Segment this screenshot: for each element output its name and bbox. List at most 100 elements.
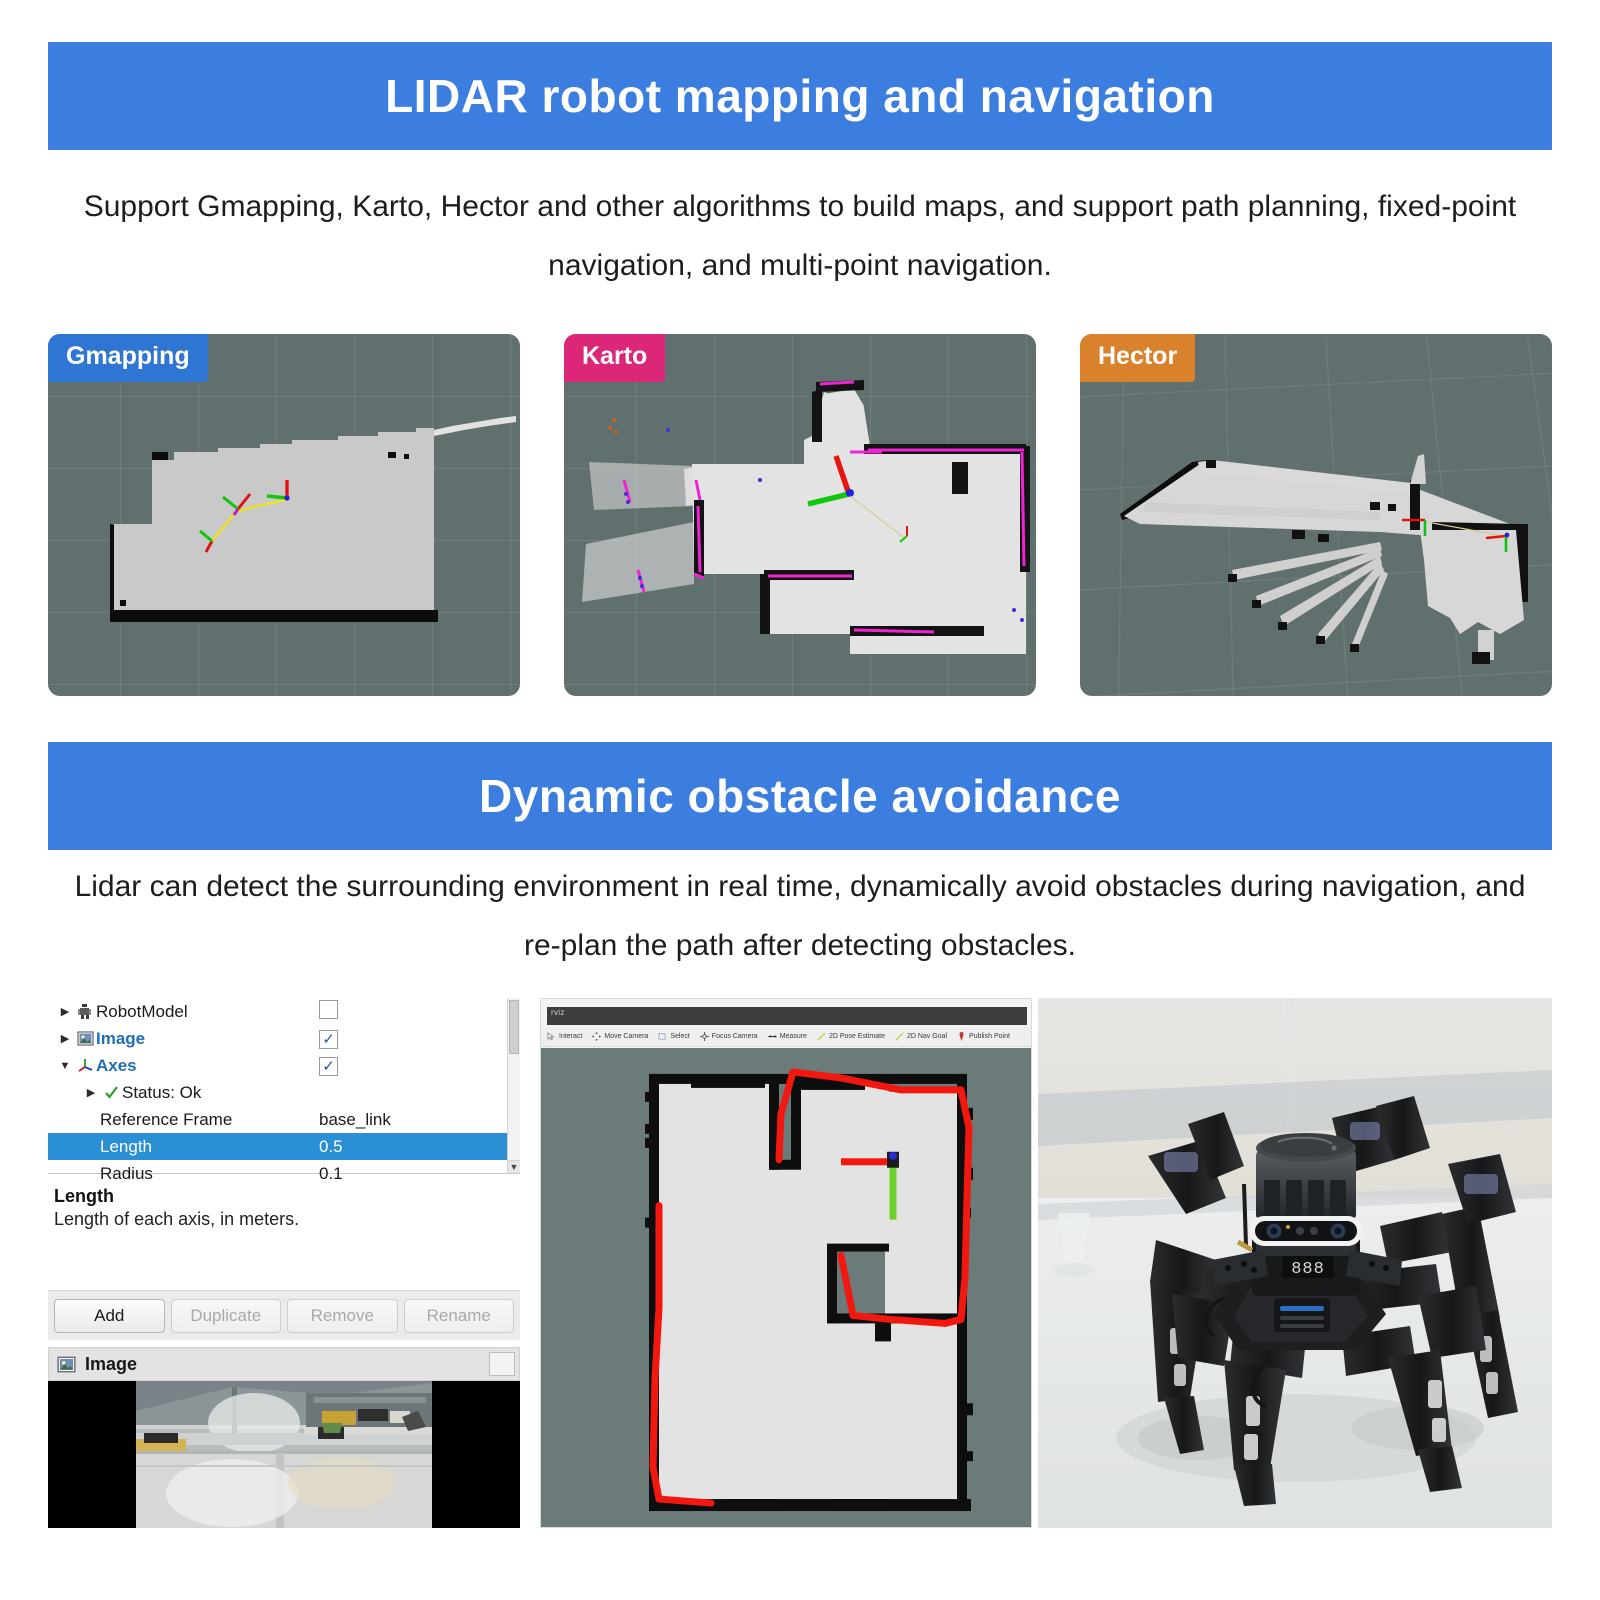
- add-button[interactable]: Add: [54, 1298, 165, 1333]
- tree-row-reference-frame[interactable]: Reference Frame base_link: [48, 1106, 520, 1133]
- displays-button-bar: Add Duplicate Remove Rename: [48, 1290, 520, 1340]
- toolbar-label: Measure: [779, 1033, 807, 1040]
- rviz-navigation-window: rviz Interact Move Camera Select Focus C…: [540, 998, 1032, 1528]
- tree-row-value[interactable]: 0.5: [319, 1136, 343, 1156]
- property-help-area: Length Length of each axis, in meters.: [48, 1174, 520, 1230]
- move-camera-icon: [592, 1032, 602, 1041]
- section-description-mapping: Support Gmapping, Karto, Hector and othe…: [83, 190, 1517, 282]
- toolbar-focus-camera[interactable]: Focus Camera: [699, 1032, 758, 1041]
- map-panel-karto: Karto: [564, 334, 1036, 696]
- navigation-map-art: [645, 1068, 973, 1512]
- banner-title: Dynamic obstacle avoidance: [479, 770, 1121, 822]
- toolbar-select[interactable]: Select: [658, 1032, 690, 1041]
- badge-gmapping: Gmapping: [48, 334, 208, 382]
- visibility-checkbox-image[interactable]: ✓: [319, 1029, 338, 1049]
- rviz-displays-panel: ▶ RobotModel ▶ Image ✓ ▼: [48, 998, 520, 1528]
- toolbar-move-camera[interactable]: Move Camera: [592, 1032, 648, 1041]
- nav-goal-icon: [895, 1032, 904, 1041]
- axes-icon: [74, 1057, 96, 1074]
- expander-icon[interactable]: ▶: [60, 1006, 70, 1018]
- tree-row-axes[interactable]: ▼ Axes ✓: [48, 1052, 520, 1079]
- tree-row-label: RobotModel: [96, 1001, 188, 1021]
- image-dock-label: Image: [85, 1353, 138, 1374]
- tree-row-label: Status: Ok: [122, 1082, 202, 1102]
- toolbar-interact[interactable]: Interact: [547, 1032, 582, 1041]
- toolbar-label: 2D Nav Goal: [906, 1033, 948, 1040]
- banner-title: LIDAR robot mapping and navigation: [385, 70, 1215, 122]
- tree-row-control[interactable]: [315, 999, 520, 1024]
- image-dock-float-button[interactable]: [489, 1352, 515, 1376]
- tree-row-value[interactable]: 0.1: [319, 1163, 343, 1183]
- toolbar-publish-point[interactable]: Publish Point: [957, 1032, 1010, 1041]
- measure-icon: [768, 1035, 777, 1038]
- select-icon: [658, 1033, 666, 1040]
- tree-row-control[interactable]: ✓: [315, 1056, 520, 1076]
- image-icon: [55, 1355, 77, 1374]
- hector-map-art: [1120, 454, 1528, 664]
- tree-row-label: Length: [100, 1136, 152, 1156]
- publish-point-icon: [959, 1032, 964, 1041]
- robot-photo-art: 888: [1038, 998, 1552, 1528]
- tree-row-label: Image: [96, 1028, 146, 1048]
- map-panel-hector: Hector: [1080, 334, 1552, 696]
- map-panel-gmapping: Gmapping: [48, 334, 520, 696]
- gmapping-map-art: [110, 416, 516, 622]
- expander-icon[interactable]: ▶: [60, 1033, 70, 1045]
- toolbar-measure[interactable]: Measure: [768, 1032, 807, 1041]
- badge-karto: Karto: [564, 334, 666, 382]
- help-text: Length of each axis, in meters.: [54, 1209, 300, 1229]
- toolbar-label: Interact: [559, 1033, 583, 1040]
- remove-button[interactable]: Remove: [287, 1298, 398, 1333]
- toolbar-label: Focus Camera: [711, 1033, 758, 1040]
- karto-map-art: [582, 380, 1030, 654]
- window-titlebar[interactable]: [547, 1007, 1027, 1025]
- rviz-3d-view[interactable]: [541, 1048, 1031, 1527]
- tree-row-value[interactable]: base_link: [319, 1109, 391, 1129]
- tree-row-status[interactable]: ▶ Status: Ok: [48, 1079, 520, 1106]
- interact-icon: [547, 1032, 555, 1041]
- robot-model-icon: [74, 1003, 96, 1020]
- camera-frame: [136, 1381, 432, 1528]
- property-tree[interactable]: ▶ RobotModel ▶ Image ✓ ▼: [48, 998, 520, 1183]
- tree-row-control[interactable]: ✓: [315, 1029, 520, 1049]
- toolbar-nav-goal[interactable]: 2D Nav Goal: [895, 1032, 947, 1041]
- tree-row-length[interactable]: Length 0.5: [48, 1133, 520, 1160]
- expander-icon[interactable]: ▶: [86, 1087, 96, 1099]
- pose-estimate-icon: [817, 1032, 826, 1041]
- bottom-panel-row: ▶ RobotModel ▶ Image ✓ ▼: [48, 998, 1552, 1528]
- toolbar-pose-estimate[interactable]: 2D Pose Estimate: [817, 1032, 885, 1041]
- tree-row-robotmodel[interactable]: ▶ RobotModel: [48, 998, 520, 1025]
- image-icon: [74, 1030, 96, 1047]
- duplicate-button[interactable]: Duplicate: [170, 1298, 281, 1333]
- status-ok-check-icon: [100, 1085, 122, 1100]
- image-dock-header[interactable]: Image: [48, 1347, 520, 1381]
- toolbar-label: Move Camera: [604, 1033, 649, 1040]
- expander-icon[interactable]: ▼: [59, 1059, 71, 1072]
- focus-camera-icon: [699, 1032, 709, 1041]
- map-panel-row: Gmapping: [48, 334, 1552, 696]
- rename-button[interactable]: Rename: [403, 1298, 514, 1333]
- robot-display-text: 888: [1291, 1260, 1325, 1279]
- visibility-checkbox-robotmodel[interactable]: [319, 999, 338, 1019]
- scrollbar-thumb[interactable]: [509, 1000, 519, 1054]
- section-description-obstacle: Lidar can detect the surrounding environ…: [74, 870, 1526, 962]
- toolbar-label: Publish Point: [969, 1033, 1010, 1040]
- hexapod-robot-photo: 888: [1038, 998, 1552, 1528]
- window-title: rviz: [551, 1008, 565, 1017]
- scroll-down-arrow-icon[interactable]: ▼: [508, 1160, 520, 1173]
- tree-row-label: Axes: [96, 1055, 137, 1075]
- camera-image-view: [48, 1381, 520, 1528]
- tree-row-radius[interactable]: Radius 0.1: [48, 1160, 520, 1187]
- section-banner-obstacle: Dynamic obstacle avoidance: [48, 742, 1552, 850]
- tree-row-label: Radius: [100, 1163, 153, 1183]
- toolbar-label: Select: [670, 1033, 690, 1040]
- visibility-checkbox-axes[interactable]: ✓: [319, 1056, 338, 1076]
- property-tree-scrollbar[interactable]: ▼: [507, 998, 520, 1173]
- toolbar-label: 2D Pose Estimate: [828, 1033, 885, 1040]
- tree-row-image[interactable]: ▶ Image ✓: [48, 1025, 520, 1052]
- tree-row-label: Reference Frame: [100, 1109, 233, 1129]
- section-banner-mapping: LIDAR robot mapping and navigation: [48, 42, 1552, 150]
- help-title: Length: [54, 1186, 114, 1206]
- badge-hector: Hector: [1080, 334, 1196, 382]
